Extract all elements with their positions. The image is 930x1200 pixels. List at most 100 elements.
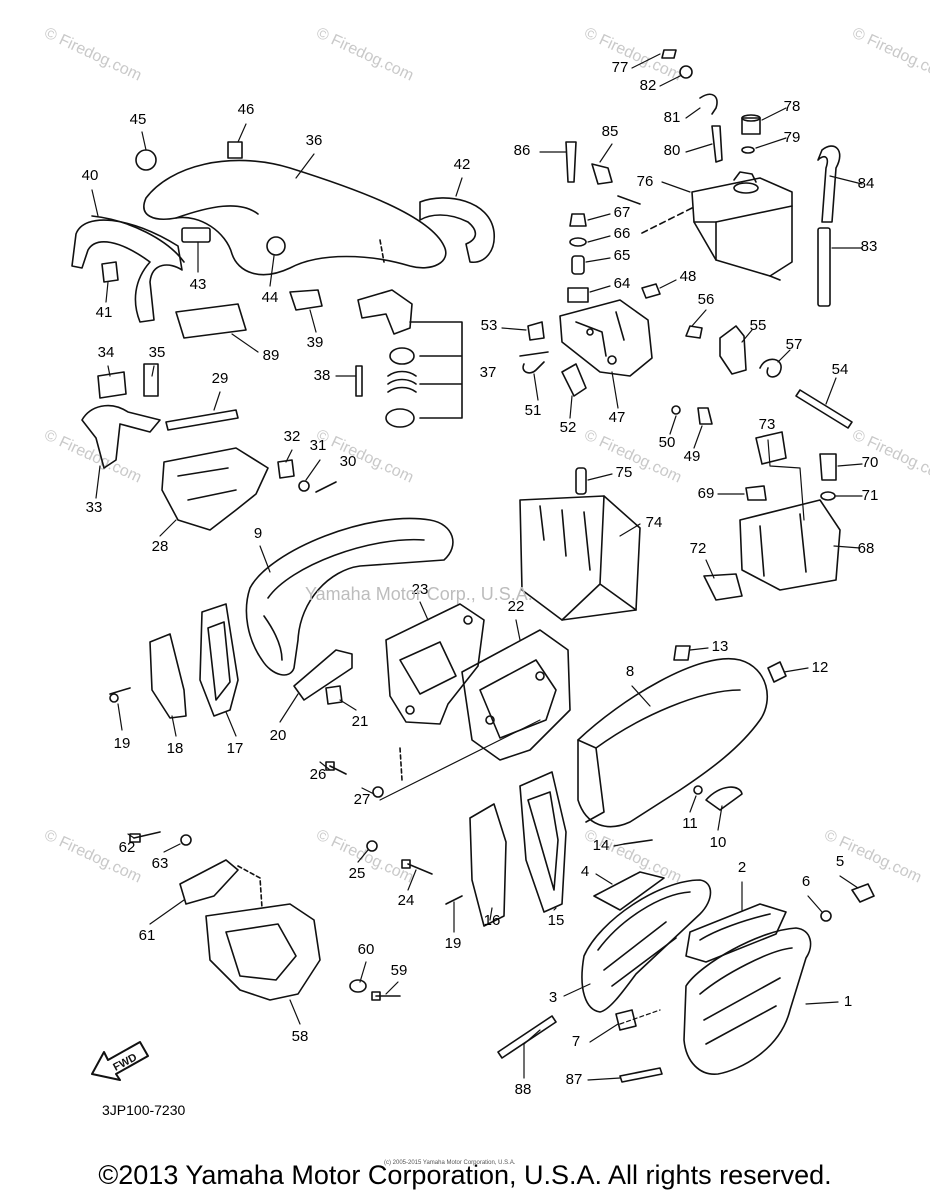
callout-51: 51: [525, 402, 542, 419]
callout-87: 87: [566, 1071, 583, 1088]
callout-14: 14: [593, 837, 610, 854]
callout-37: 37: [480, 364, 497, 381]
callout-49: 49: [684, 448, 701, 465]
callout-24: 24: [398, 892, 415, 909]
callout-55: 55: [750, 317, 767, 334]
callout-23: 23: [412, 581, 429, 598]
callout-13: 13: [712, 638, 729, 655]
emblem-badge: [685, 903, 787, 963]
callout-43: 43: [190, 276, 207, 293]
callout-48: 48: [680, 268, 697, 285]
callout-12: 12: [812, 659, 829, 676]
callout-3: 3: [549, 989, 557, 1006]
callout-69: 69: [698, 485, 715, 502]
mount-bracket: [293, 649, 353, 705]
callout-59: 59: [391, 962, 408, 979]
callout-68: 68: [858, 540, 875, 557]
callout-28: 28: [152, 538, 169, 555]
callout-30: 30: [340, 453, 357, 470]
leader-lines: [91, 53, 863, 1081]
left-covers: [109, 603, 239, 719]
center-watermark: Yamaha Motor Corp., U.S.A.: [305, 584, 533, 604]
diagram-code: 3JP100-7230: [102, 1102, 186, 1118]
rods: [497, 1015, 663, 1083]
callout-46: 46: [238, 101, 255, 118]
right-side-cover: [683, 883, 875, 1075]
callout-41: 41: [96, 304, 113, 321]
callout-66: 66: [614, 225, 631, 242]
callout-56: 56: [698, 291, 715, 308]
callout-35: 35: [149, 344, 166, 361]
callout-19: 19: [114, 735, 131, 752]
callout-72: 72: [690, 540, 707, 557]
callout-52: 52: [560, 419, 577, 436]
callout-27: 27: [354, 791, 371, 808]
callout-54: 54: [832, 361, 849, 378]
callout-78: 78: [784, 98, 801, 115]
fasteners-lower: [349, 979, 401, 1001]
fasteners-center: [325, 747, 433, 875]
callout-6: 6: [802, 873, 810, 890]
footer-copyright: ©2013 Yamaha Motor Corporation, U.S.A. A…: [98, 1160, 832, 1190]
air-cleaner-case: [577, 645, 787, 828]
callout-29: 29: [212, 370, 229, 387]
callout-19: 19: [445, 935, 462, 952]
callout-8: 8: [626, 663, 634, 680]
callout-45: 45: [130, 111, 147, 128]
callout-40: 40: [82, 167, 99, 184]
callout-26: 26: [310, 766, 327, 783]
callout-64: 64: [614, 275, 631, 292]
forward-arrow-icon: FWD: [91, 1041, 149, 1081]
lower-bracket: [129, 831, 321, 1001]
left-side-cover: [581, 871, 712, 1031]
callout-88: 88: [515, 1081, 532, 1098]
callout-50: 50: [659, 434, 676, 451]
callout-10: 10: [710, 834, 727, 851]
callout-58: 58: [292, 1028, 309, 1045]
callout-77: 77: [612, 59, 629, 76]
callout-84: 84: [858, 175, 875, 192]
callout-36: 36: [306, 132, 323, 149]
callout-63: 63: [152, 855, 169, 872]
callout-85: 85: [602, 123, 619, 140]
battery-bracket: [703, 431, 841, 601]
callout-39: 39: [307, 334, 324, 351]
battery-box: [519, 467, 641, 621]
left-bracket-parts: [81, 363, 337, 531]
callout-9: 9: [254, 525, 262, 542]
callout-75: 75: [616, 464, 633, 481]
callout-62: 62: [119, 839, 136, 856]
callout-86: 86: [514, 142, 531, 159]
callout-16: 16: [484, 912, 501, 929]
callout-15: 15: [548, 912, 565, 929]
callout-33: 33: [86, 499, 103, 516]
callout-38: 38: [314, 367, 331, 384]
damper-stack: [355, 321, 463, 428]
callout-17: 17: [227, 740, 244, 757]
callout-82: 82: [640, 77, 657, 94]
callout-1: 1: [844, 993, 852, 1010]
tiny-copyright: (c) 2005-2015 Yamaha Motor Corporation, …: [384, 1160, 516, 1166]
callout-70: 70: [862, 454, 879, 471]
callout-89: 89: [263, 347, 280, 364]
callout-25: 25: [349, 865, 366, 882]
callout-32: 32: [284, 428, 301, 445]
side-cover-inner: [445, 771, 653, 927]
callout-73: 73: [759, 416, 776, 433]
callout-61: 61: [139, 927, 156, 944]
callout-7: 7: [572, 1033, 580, 1050]
callout-80: 80: [664, 142, 681, 159]
callout-53: 53: [481, 317, 498, 334]
bushing-stack: [567, 213, 589, 303]
seat-lock-bracket: [519, 283, 853, 429]
callout-83: 83: [861, 238, 878, 255]
callout-71: 71: [862, 487, 879, 504]
callout-5: 5: [836, 853, 844, 870]
callout-76: 76: [637, 173, 654, 190]
side-cover-frame: [245, 517, 454, 676]
callout-44: 44: [262, 289, 279, 306]
callout-67: 67: [614, 204, 631, 221]
inner-panel: [385, 603, 485, 725]
